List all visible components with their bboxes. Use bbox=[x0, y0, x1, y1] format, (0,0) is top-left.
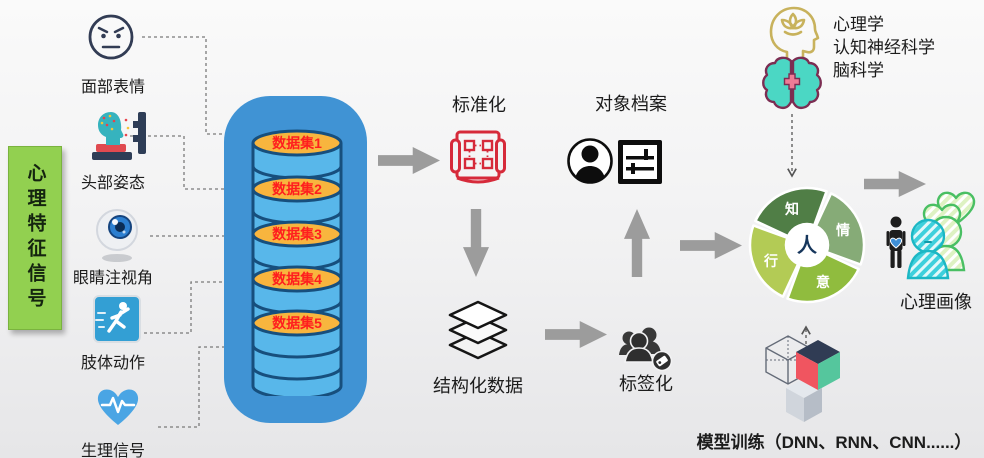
connector-physio bbox=[158, 341, 240, 428]
settings-sliders-icon bbox=[618, 140, 662, 184]
facial-expression-label: 面部表情 bbox=[80, 79, 146, 96]
dataset-4-label: 数据集4 bbox=[272, 271, 322, 287]
psych-portrait-icon bbox=[886, 191, 976, 280]
face-icon bbox=[88, 14, 134, 60]
dataset-2-label: 数据集2 bbox=[272, 181, 322, 197]
pinwheel-knowledge-emotion-intent-behavior: 人 知 情 意 行 bbox=[748, 186, 866, 304]
blueprint-icon bbox=[450, 130, 506, 184]
science-cognitive-neuro: 认知神经科学 bbox=[833, 38, 935, 57]
eyeball-icon bbox=[96, 209, 138, 262]
structured-data-label: 结构化数据 bbox=[433, 376, 523, 396]
pinwheel-yi-label: 意 bbox=[816, 274, 830, 290]
science-brain: 脑科学 bbox=[833, 61, 884, 80]
pinwheel-qing-label: 情 bbox=[836, 222, 850, 238]
database-stack: 数据集1 数据集2 数据集3 数据集4 数据集5 bbox=[251, 129, 343, 396]
dataset-4-ellipse bbox=[251, 265, 343, 293]
standardization-label: 标准化 bbox=[452, 95, 506, 115]
eye-gaze-label: 眼睛注视角 bbox=[72, 270, 154, 287]
dataset-5-ellipse bbox=[251, 309, 343, 337]
portrait-front-bust-icon bbox=[906, 218, 950, 280]
dataset-1-label: 数据集1 bbox=[272, 135, 322, 151]
dataset-2-ellipse bbox=[251, 175, 343, 203]
psychology-head-icon bbox=[769, 6, 820, 62]
head-pose-label: 头部姿态 bbox=[80, 175, 146, 192]
sciences-text: 心理学 认知神经科学 脑科学 bbox=[833, 13, 935, 82]
pinwheel-zhi-label: 知 bbox=[785, 201, 799, 217]
tagging-label: 标签化 bbox=[619, 374, 673, 394]
model-training-label: 模型训练（DNN、RNN、CNN......） bbox=[696, 433, 972, 452]
head-pose-icon bbox=[92, 112, 146, 160]
model-training-cubes-icon bbox=[765, 335, 840, 422]
science-psychology: 心理学 bbox=[833, 15, 884, 34]
dataset-1-ellipse bbox=[251, 129, 343, 157]
ecg-heart-icon bbox=[97, 389, 139, 425]
profile-person-icon bbox=[567, 138, 613, 184]
signal-banner-label: 心理特征信号 bbox=[24, 163, 46, 313]
dataset-3-label: 数据集3 bbox=[272, 226, 322, 242]
pinwheel-center-label: 人 bbox=[797, 234, 818, 257]
object-profile-label: 对象档案 bbox=[595, 94, 667, 114]
body-motion-label: 肢体动作 bbox=[80, 355, 146, 372]
connector-head bbox=[130, 135, 240, 195]
dataset-3-ellipse bbox=[251, 220, 343, 248]
connector-facial bbox=[142, 36, 240, 140]
brain-icon bbox=[762, 56, 822, 110]
heart-badge-icon bbox=[889, 237, 903, 249]
pinwheel-xing-label: 行 bbox=[763, 253, 778, 269]
runner-icon bbox=[93, 295, 141, 343]
dataset-5-label: 数据集5 bbox=[272, 315, 322, 331]
connector-body bbox=[144, 276, 240, 334]
layers-icon bbox=[448, 300, 508, 360]
tagging-people-icon bbox=[619, 327, 673, 372]
portrait-label: 心理画像 bbox=[900, 292, 972, 312]
signal-banner: 心理特征信号 bbox=[8, 146, 62, 330]
physio-signal-label: 生理信号 bbox=[80, 443, 146, 458]
